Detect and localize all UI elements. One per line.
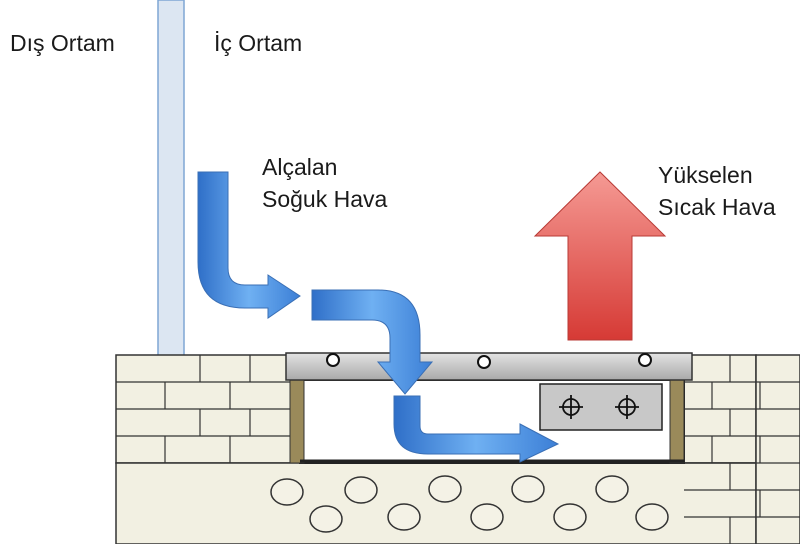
inside-label: İç Ortam bbox=[214, 30, 303, 56]
warm-air-arrow bbox=[533, 171, 667, 341]
right-wood-post bbox=[669, 379, 685, 464]
warm-air-label-line2: Sıcak Hava bbox=[658, 194, 776, 220]
heater-unit bbox=[539, 383, 663, 431]
grille-screws bbox=[326, 353, 652, 369]
cold-air-arrow-middle bbox=[311, 289, 434, 395]
cold-air-label-line1: Alçalan bbox=[262, 154, 338, 180]
cold-air-arrow-upper bbox=[197, 171, 301, 319]
heating-element-icon bbox=[559, 395, 639, 419]
window-wall bbox=[157, 0, 185, 357]
outside-label: Dış Ortam bbox=[10, 30, 115, 56]
cold-air-arrow-lower bbox=[393, 395, 560, 463]
warm-air-label-line1: Yükselen bbox=[658, 162, 753, 188]
brick-lines bbox=[116, 355, 800, 544]
cobble-stones bbox=[270, 475, 669, 533]
cold-air-label-line2: Soğuk Hava bbox=[262, 186, 388, 212]
left-wood-post bbox=[289, 379, 305, 464]
